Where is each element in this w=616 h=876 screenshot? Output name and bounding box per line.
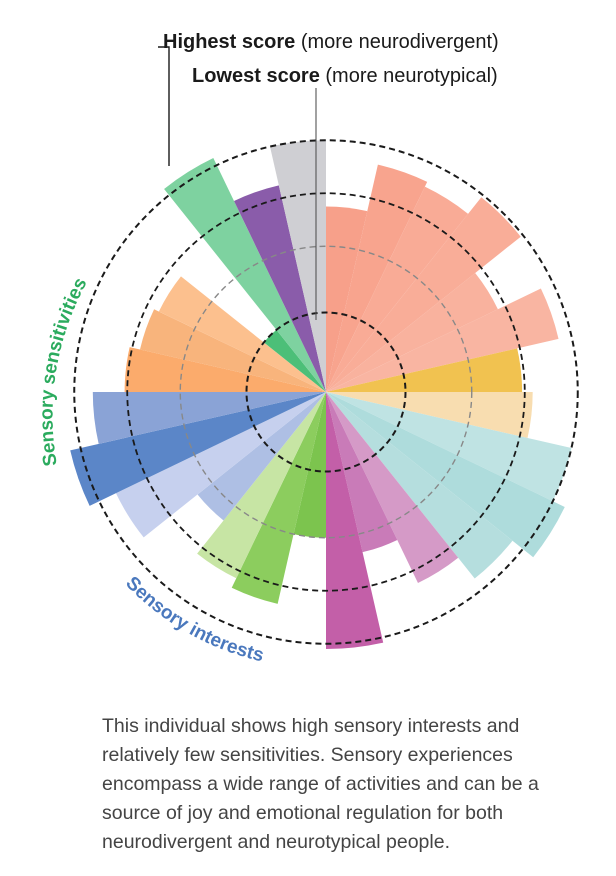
score-wedge-1 [326, 206, 368, 392]
chart-bars [70, 140, 572, 650]
score-wedge-4 [326, 197, 521, 392]
legend-highest-note: (more neurodivergent) [300, 31, 499, 53]
scale-ring-2 [179, 245, 473, 539]
scale-ring-3 [126, 192, 526, 592]
score-wedge-24 [158, 276, 326, 392]
score-wedge-17 [197, 392, 326, 579]
legend-leader-lines [158, 46, 317, 320]
score-wedge-15 [293, 392, 326, 538]
score-wedge-11 [326, 392, 513, 579]
score-wedge-8 [326, 392, 533, 438]
scale-ring-4 [73, 139, 579, 645]
score-wedge-22 [124, 347, 326, 392]
score-wedge-12 [326, 392, 459, 584]
group-label-sensitivities: Sensory sensitivities [36, 274, 91, 467]
leader-highest [158, 46, 170, 166]
score-wedge-10 [326, 392, 565, 558]
score-wedge-2 [326, 164, 428, 392]
score-wedge-13 [326, 392, 398, 553]
score-wedge-23 [139, 309, 326, 392]
score-wedge-19 [115, 392, 326, 538]
legend-highest-label: Highest score [163, 31, 296, 53]
chart-rings [73, 139, 579, 645]
score-wedge-9 [326, 392, 572, 502]
legend-lowest-label: Lowest score [192, 65, 320, 87]
score-wedge-5 [326, 273, 498, 392]
score-wedge-20 [70, 392, 326, 506]
score-wedge-7 [326, 348, 523, 392]
legend-highest-score: Highest score (more neurodivergent) [163, 31, 499, 54]
legend-lowest-note: (more neurotypical) [325, 65, 498, 87]
legend-lowest-score: Lowest score (more neurotypical) [192, 65, 498, 88]
score-wedge-6 [326, 288, 559, 392]
score-wedge-26 [164, 158, 326, 392]
score-wedge-16 [231, 392, 326, 604]
score-wedge-25 [263, 329, 326, 392]
score-wedge-18 [197, 392, 326, 521]
score-wedge-21 [92, 392, 326, 444]
score-wedge-14 [326, 392, 384, 650]
score-wedge-3 [326, 186, 469, 392]
score-wedge-28 [269, 140, 326, 392]
scale-ring-1 [245, 311, 407, 473]
chart-caption: This individual shows high sensory inter… [102, 715, 539, 853]
radial-score-chart: Sensory sensitivities Sensory interests [36, 46, 579, 666]
score-wedge-27 [234, 185, 326, 392]
